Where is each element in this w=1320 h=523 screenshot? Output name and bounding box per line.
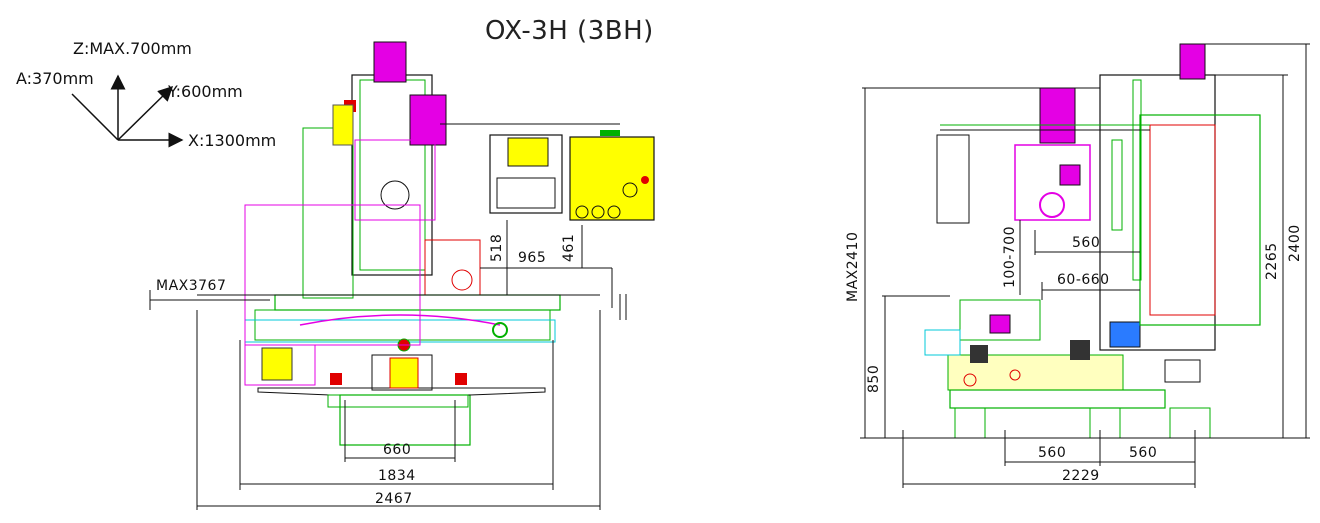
dim-518: 518: [489, 233, 505, 262]
side-view-machine: [924, 43, 1261, 439]
y-axis-label: Y:600mm: [168, 82, 243, 101]
dim-560-left: 560: [1038, 445, 1067, 461]
front-view-dimensions: [149, 220, 627, 510]
x-axis-label: X:1300mm: [188, 131, 277, 150]
max-height-label: MAX3767: [156, 278, 227, 294]
dim-560-top: 560: [1072, 235, 1101, 251]
dim-60-660: 60-660: [1057, 272, 1110, 288]
dim-1834: 1834: [378, 468, 416, 484]
dim-100-700: 100-700: [1002, 226, 1018, 288]
a-axis-label: A:370mm: [16, 69, 94, 88]
dim-965: 965: [518, 250, 547, 266]
dim-560-right: 560: [1129, 445, 1158, 461]
z-axis-label: Z:MAX.700mm: [73, 39, 192, 58]
dim-660: 660: [383, 442, 412, 458]
dim-850: 850: [866, 364, 882, 393]
side-view-dimensions: [860, 43, 1310, 488]
drawing-title: OX-3H (3BH): [485, 16, 654, 46]
dim-461: 461: [561, 233, 577, 262]
dim-2229: 2229: [1062, 468, 1100, 484]
front-view-machine: [244, 41, 655, 446]
dim-2467: 2467: [375, 491, 413, 507]
axis-indicator: [71, 74, 184, 148]
dim-2265: 2265: [1264, 242, 1280, 280]
dim-2400: 2400: [1287, 224, 1303, 262]
dim-max2410: MAX2410: [845, 231, 861, 302]
